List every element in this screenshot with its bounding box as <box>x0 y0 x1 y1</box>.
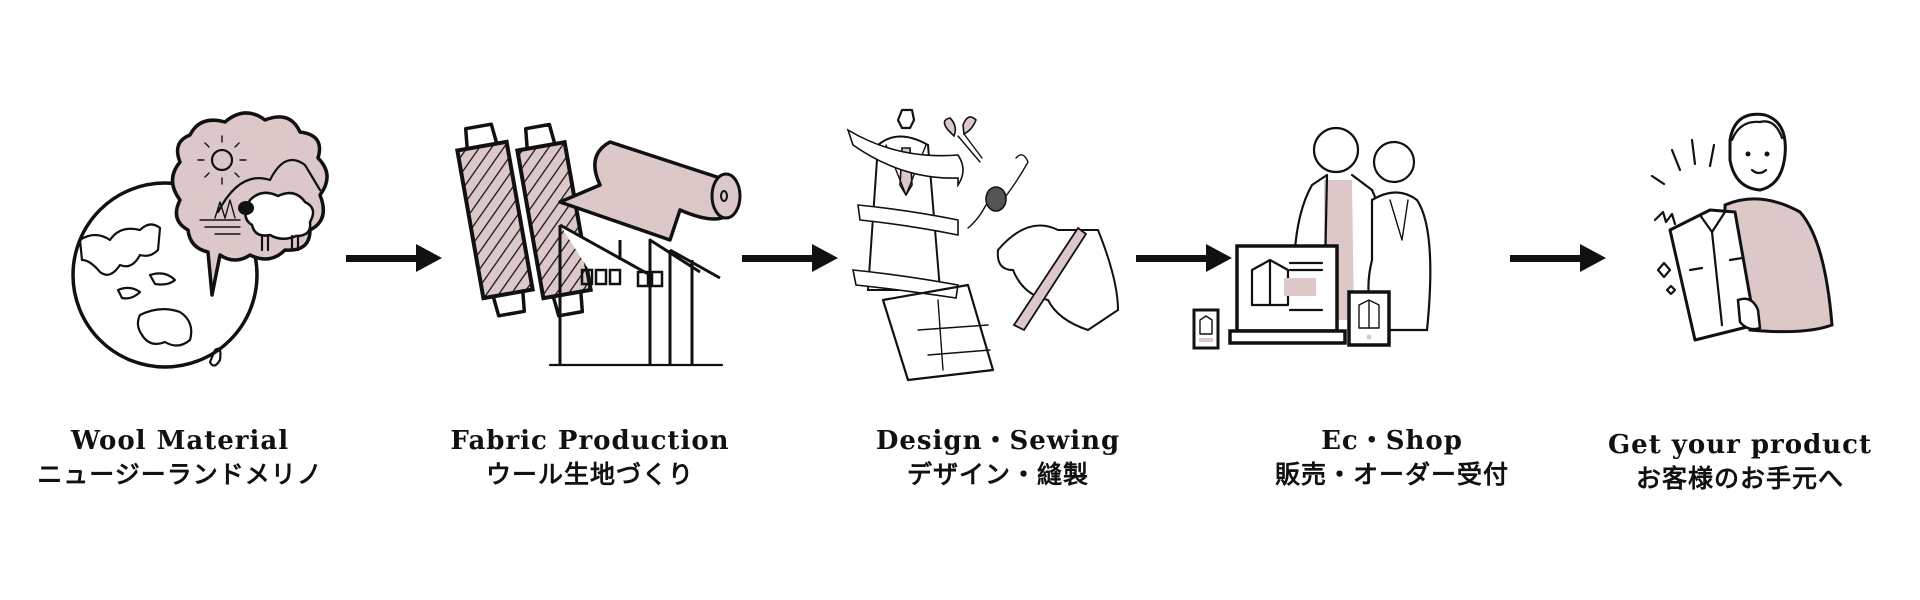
arrow-right-icon <box>742 240 842 276</box>
arrow-right-icon <box>1136 240 1236 276</box>
step-title-jp: お客様のお手元へ <box>1635 464 1844 493</box>
spools-factory-icon <box>410 100 770 380</box>
step-title-en: Design・Sewing <box>875 426 1121 456</box>
step-caption: Fabric Production ウール生地づくり <box>410 424 770 492</box>
arrow-right-icon <box>346 240 446 276</box>
step-fabric-production: Fabric Production ウール生地づくり <box>410 0 770 600</box>
step-design-sewing: Design・Sewing デザイン・縫製 <box>818 0 1178 600</box>
step-wool-material: Wool Material ニュージーランドメリノ <box>0 0 360 600</box>
arrow-right-icon <box>1510 240 1610 276</box>
step-title-jp: デザイン・縫製 <box>906 460 1089 489</box>
step-title-en: Ec・Shop <box>1321 426 1463 456</box>
step-title-jp: ニュージーランドメリノ <box>37 460 323 489</box>
tailoring-icon <box>818 100 1178 382</box>
step-ec-shop: Ec・Shop 販売・オーダー受付 <box>1192 0 1572 600</box>
step-caption: Design・Sewing デザイン・縫製 <box>818 424 1178 492</box>
step-caption: Get your product お客様のお手元へ <box>1560 428 1920 496</box>
step-title-en: Wool Material <box>70 426 290 456</box>
step-get-your-product: Get your product お客様のお手元へ <box>1560 0 1920 600</box>
step-title-en: Get your product <box>1607 430 1873 460</box>
step-title-en: Fabric Production <box>450 426 730 456</box>
step-caption: Wool Material ニュージーランドメリノ <box>0 424 360 492</box>
step-title-jp: 販売・オーダー受付 <box>1274 460 1509 489</box>
step-title-jp: ウール生地づくり <box>485 460 694 489</box>
step-caption: Ec・Shop 販売・オーダー受付 <box>1212 424 1572 492</box>
shop-devices-icon <box>1192 100 1572 380</box>
globe-sheep-icon <box>0 100 360 380</box>
customer-shirt-icon <box>1560 100 1920 380</box>
